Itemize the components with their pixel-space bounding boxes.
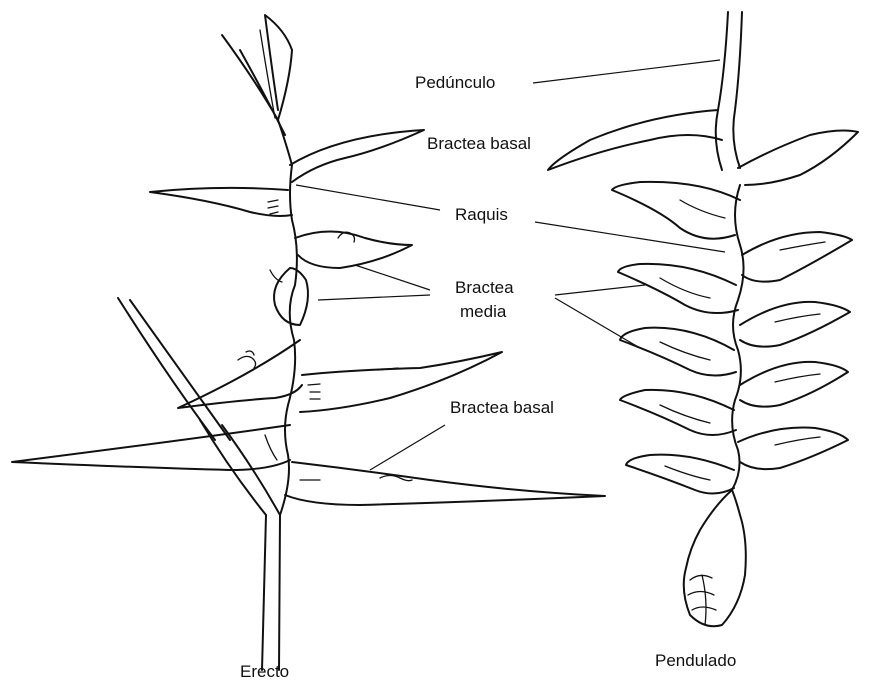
erect-bract-5 [178, 340, 302, 408]
erect-flower-2 [238, 351, 256, 368]
label-erect: Erecto [240, 662, 289, 682]
pendulous-rachis [732, 185, 744, 490]
leader-middle-bract-3 [555, 285, 645, 295]
label-pendulous: Pendulado [655, 651, 736, 671]
leader-middle-bract-2 [318, 295, 430, 300]
pendulous-bract-folds [660, 200, 825, 480]
label-basal-bract-top: Bractea basal [427, 134, 531, 154]
erect-leaf-petiole [118, 298, 230, 440]
leader-middle-bract-1 [355, 265, 430, 290]
erect-stem [262, 515, 280, 670]
pendulous-inflorescence [548, 12, 858, 626]
erect-bract-7-fold [265, 435, 277, 460]
leader-rachis-left [296, 185, 440, 210]
label-basal-bract-bottom: Bractea basal [450, 398, 554, 418]
pendulous-bract-4 [740, 302, 850, 347]
pendulous-bract-2 [742, 232, 852, 282]
pendulous-bract-3 [618, 264, 738, 313]
pendulous-bract-9 [626, 455, 734, 494]
pendulous-bract-top-left [548, 110, 722, 170]
erect-top-bud [222, 15, 292, 135]
label-rachis: Raquis [455, 205, 508, 225]
erect-flower-3 [300, 476, 412, 481]
label-peduncle: Pedúnculo [415, 73, 495, 93]
erect-bract-8 [285, 462, 605, 505]
erect-bract-2-hatch [268, 200, 278, 214]
pendulous-bract-6 [740, 362, 848, 407]
pendulous-bract-5 [620, 328, 736, 376]
pendulous-bract-top-right [738, 131, 858, 185]
leader-peduncle [533, 60, 720, 83]
leader-basal-bract-bottom [370, 425, 445, 470]
label-middle-bract-line2: media [460, 302, 506, 322]
pendulous-peduncle [716, 12, 742, 170]
pendulous-bract-1 [612, 182, 740, 239]
pendulous-terminal-bud [684, 490, 746, 626]
erect-bract-1 [290, 130, 424, 182]
leader-middle-bract-4 [555, 298, 640, 348]
label-middle-bract-line1: Bractea [455, 278, 514, 298]
erect-inflorescence [12, 15, 605, 670]
pendulous-bract-8 [738, 428, 848, 470]
